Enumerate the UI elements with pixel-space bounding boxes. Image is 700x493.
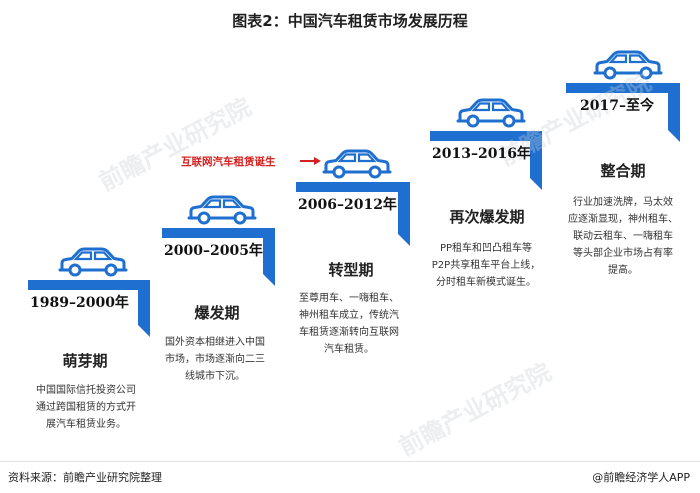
stage-desc-3: 至尊用车、一嗨租车、神州租车成立，传统汽车租赁逐渐转向互联网汽车租赁。	[299, 293, 399, 355]
stage-years-5: 2017–至今	[580, 98, 654, 114]
brand-credit: @前瞻经济学人APP	[592, 471, 690, 484]
stage-desc-5: 行业加速洗牌，马太效应逐渐显现，神州租车、联动云租车、一嗨租车等头部企业市场占有…	[568, 197, 678, 276]
stage-name-2: 爆发期	[194, 304, 240, 322]
step-bracket-5	[566, 83, 680, 142]
chart-title: 图表2：中国汽车租赁市场发展历程	[232, 12, 468, 30]
car-icon-5	[593, 50, 663, 80]
step-bracket-3	[296, 182, 410, 246]
car-icon-3	[322, 149, 392, 179]
car-icon-2	[187, 195, 257, 225]
stage-desc-1: 中国国际信托投资公司通过跨国租赁的方式开展汽车租赁业务。	[36, 385, 136, 430]
stage-years-3: 2006–2012年	[298, 197, 397, 213]
stage-name-5: 整合期	[600, 162, 646, 180]
step-bracket-4	[430, 131, 542, 190]
stage-desc-2: 国外资本相继进入中国市场，市场逐渐向二三线城市下沉。	[165, 337, 265, 382]
internet-rental-note: 互联网汽车租赁诞生	[181, 156, 276, 168]
footer-divider	[0, 461, 700, 462]
car-icon-1	[58, 247, 128, 277]
stage-years-4: 2013–2016年	[432, 146, 531, 162]
stage-name-1: 萌芽期	[62, 352, 108, 370]
stage-years-1: 1989–2000年	[30, 295, 129, 311]
source-note: 资料来源：前瞻产业研究院整理	[8, 471, 162, 484]
stage-years-2: 2000–2005年	[164, 243, 263, 259]
stage-name-3: 转型期	[328, 261, 374, 279]
step-bracket-2	[162, 228, 275, 286]
stage-name-4: 再次爆发期	[449, 208, 525, 226]
step-bracket-1	[28, 280, 150, 337]
car-icon-4	[456, 98, 526, 128]
note-arrow	[300, 157, 321, 165]
